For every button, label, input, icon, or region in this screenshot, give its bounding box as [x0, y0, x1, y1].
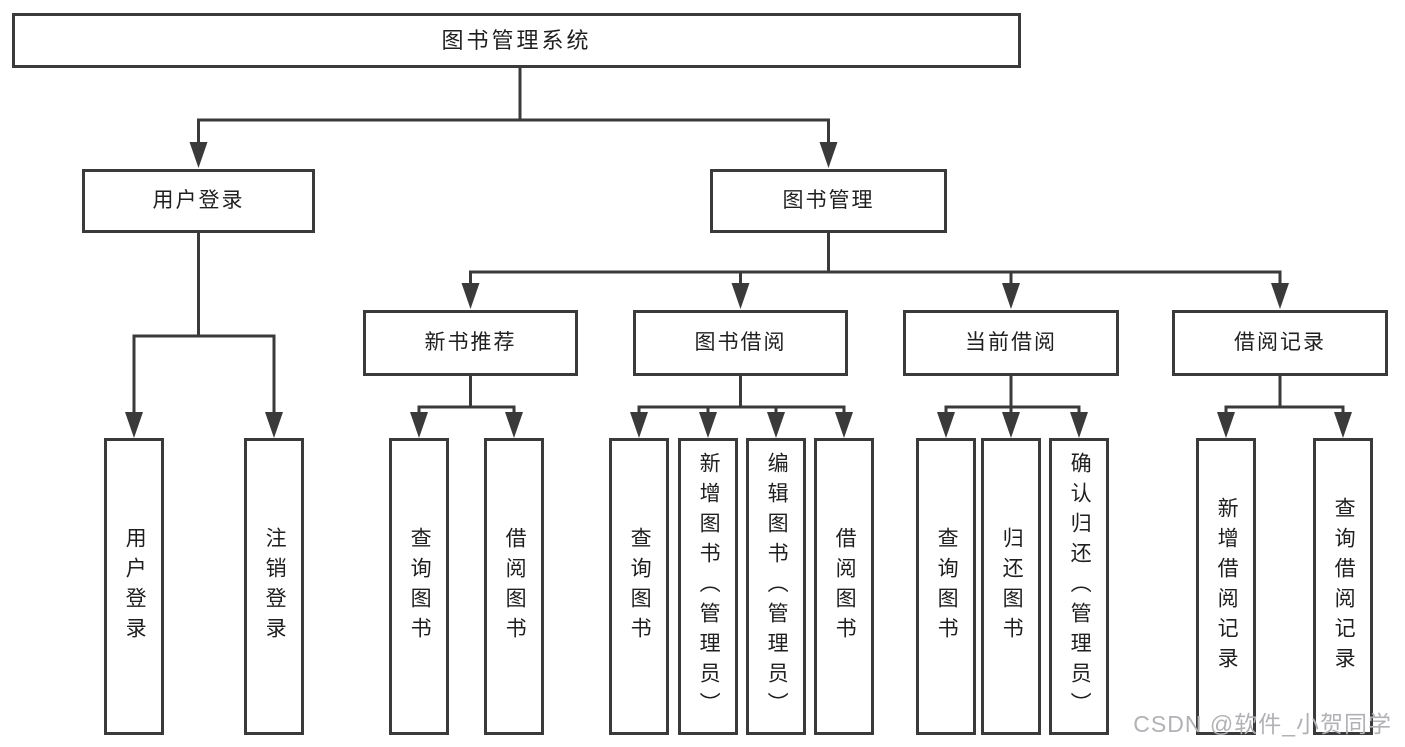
node-leaf-query-books-borrow: 查询图书 [609, 438, 669, 735]
node-new-book-recommendation: 新书推荐 [363, 310, 578, 376]
node-leaf-query-borrow-record: 查询借阅记录 [1313, 438, 1373, 735]
node-leaf-query-books-current: 查询图书 [916, 438, 976, 735]
edges-book-management [469, 233, 1282, 290]
arrowhead [1002, 283, 1020, 309]
arrowhead [265, 412, 283, 438]
arrowhead [125, 412, 143, 438]
arrowhead [1002, 412, 1020, 438]
node-book-management: 图书管理 [710, 169, 947, 233]
arrowhead [767, 412, 785, 438]
node-leaf-query-books-recommend: 查询图书 [389, 438, 449, 735]
node-leaf-confirm-return-admin: 确认归还（管理员） [1049, 438, 1109, 735]
node-book-borrowing: 图书借阅 [633, 310, 848, 376]
arrowhead [1334, 412, 1352, 438]
node-leaf-user-login: 用户登录 [104, 438, 164, 735]
node-current-borrowing: 当前借阅 [903, 310, 1119, 376]
node-leaf-borrow-books-borrow: 借阅图书 [814, 438, 874, 735]
arrowhead [1070, 412, 1088, 438]
arrowhead [819, 142, 838, 168]
arrowhead [630, 412, 648, 438]
node-leaf-add-borrow-record: 新增借阅记录 [1196, 438, 1256, 735]
node-borrowing-records: 借阅记录 [1172, 310, 1388, 376]
edges-user-login [132, 233, 276, 418]
edges-new-book-recommendation [417, 376, 516, 418]
arrowhead [1217, 412, 1235, 438]
node-user-login: 用户登录 [82, 169, 315, 233]
edges-root [197, 68, 830, 148]
edges-book-borrowing [637, 376, 846, 418]
arrowhead [731, 283, 750, 309]
node-leaf-borrow-books-recommend: 借阅图书 [484, 438, 544, 735]
node-leaf-return-books: 归还图书 [981, 438, 1041, 735]
node-root: 图书管理系统 [12, 13, 1021, 68]
arrowhead [1271, 283, 1289, 309]
node-leaf-add-books-admin: 新增图书（管理员） [678, 438, 738, 735]
arrowhead [699, 412, 717, 438]
arrowhead [189, 142, 208, 168]
edges-borrowing-records [1224, 376, 1345, 418]
arrowhead [937, 412, 955, 438]
watermark: CSDN @软件_小贺同学 [1133, 711, 1392, 737]
arrowhead [835, 412, 853, 438]
arrowhead [461, 283, 480, 309]
edges-current-borrowing [944, 376, 1081, 418]
arrowhead [505, 412, 523, 438]
arrowhead [410, 412, 428, 438]
node-leaf-edit-books-admin: 编辑图书（管理员） [746, 438, 806, 735]
node-leaf-logout-login: 注销登录 [244, 438, 304, 735]
